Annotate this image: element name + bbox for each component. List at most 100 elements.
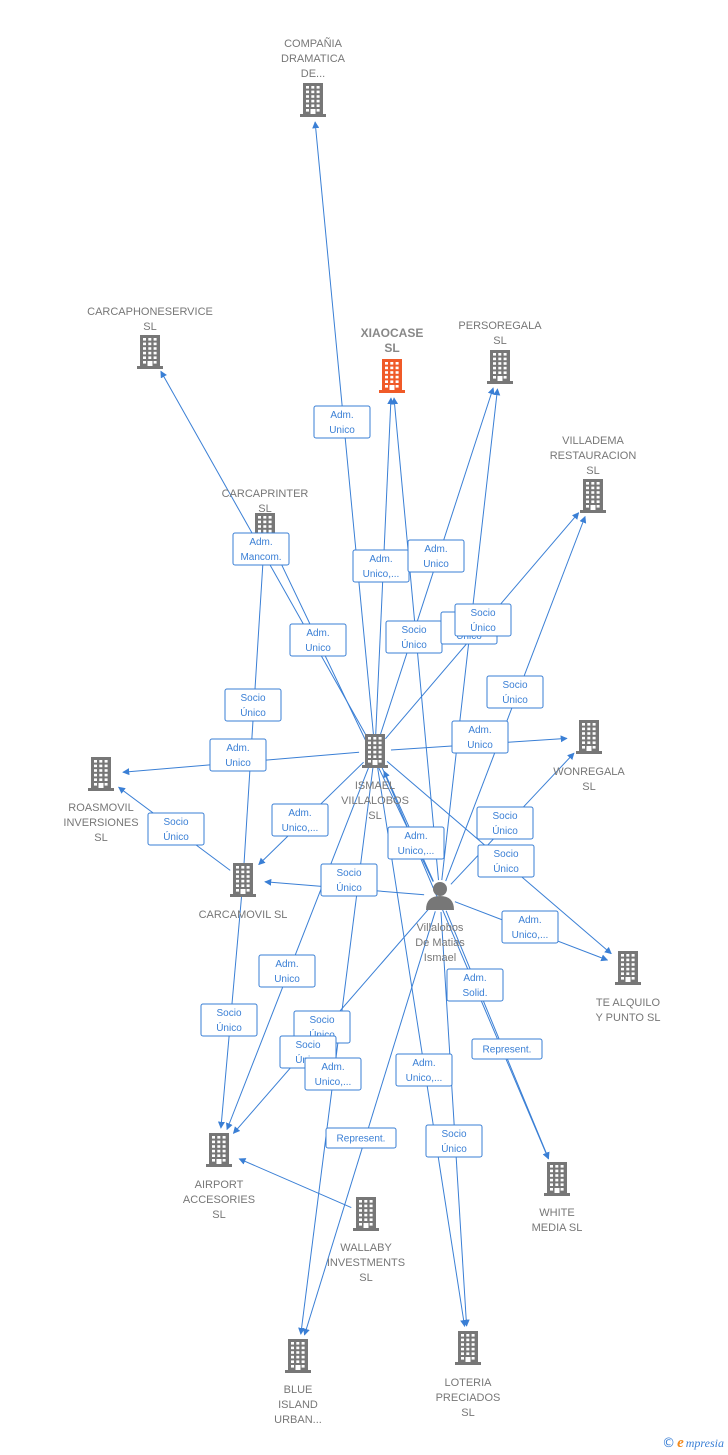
edge-label[interactable]: Adm. Unico (451, 720, 509, 754)
node-label: SL (384, 341, 399, 355)
node-label: PRECIADOS (436, 1392, 501, 1404)
edge-label-text: Único (336, 881, 362, 894)
edge-label[interactable]: Represent. (325, 1127, 397, 1149)
node-label: ACCESORIES (183, 1194, 255, 1206)
node-label: LOTERIA (444, 1377, 492, 1389)
building-icon (615, 951, 641, 985)
building-icon (285, 1339, 311, 1373)
edge-label-text: Unico (423, 559, 449, 570)
edge-label-box (476, 806, 534, 840)
node-label: COMPAÑIA (284, 37, 343, 50)
copyright-symbol: © (662, 1436, 676, 1451)
edge-label-text: Adm. (306, 628, 329, 639)
building-icon (137, 335, 163, 369)
nodes-layer: COMPAÑIA DRAMATICA DE... CARCAPHONESERVICES… (63, 37, 660, 1426)
edge-label-text: Unico,... (406, 1073, 443, 1084)
edge-label-text: Unico (274, 974, 300, 985)
edge-label-box (232, 532, 290, 566)
edge-label-box (387, 826, 445, 860)
node-label: SL (586, 465, 599, 477)
edge-label-box (425, 1124, 483, 1158)
edge-label-text: Único (216, 1021, 242, 1034)
edge-label-text: Mancom. (240, 552, 281, 563)
edge-label-text: Socio (240, 693, 265, 704)
edge-label[interactable]: Adm.Unico,... (304, 1057, 362, 1091)
edge-label[interactable]: Adm.Unico (289, 623, 347, 657)
building-icon (353, 1197, 379, 1231)
edge-label-text: Socio (336, 868, 361, 879)
edge-label[interactable]: Adm.Mancom. (232, 532, 290, 566)
edge-label-text: Socio (401, 625, 426, 636)
edge-label[interactable]: Adm.Unico,... (271, 803, 329, 837)
edge-label-box (224, 688, 282, 722)
edge-label[interactable]: Adm.Unico,... (395, 1053, 453, 1087)
edge-label-text: Único (163, 830, 189, 843)
node-label: VILLALOBOS (341, 795, 409, 807)
node-loteria[interactable]: LOTERIA PRECIADOS SL (436, 1331, 501, 1419)
edge-label-box (501, 910, 559, 944)
edge-label[interactable]: Adm.Unico (407, 539, 465, 573)
edge-person-to-ismael (383, 770, 434, 882)
node-carcamovil[interactable]: CARCAMOVIL SL (199, 863, 288, 921)
edge-labels-layer: Adm.UnicoAdm.Unico,...SocioÚnicoAdm.Unic… (147, 405, 559, 1158)
edge-label-text: Único (502, 693, 528, 706)
brand-initial: e (677, 1435, 684, 1451)
node-label: RESTAURACION (550, 450, 637, 462)
edge-label-box (477, 844, 535, 878)
edge-label-text: Unico (467, 740, 493, 751)
node-label: DE... (301, 68, 325, 80)
edge-label-text: Adm. (404, 831, 427, 842)
node-label: DRAMATICA (281, 53, 346, 65)
edge-label[interactable]: Adm.Unico (258, 954, 316, 988)
edge-label-text: Único (470, 621, 496, 634)
edge-label-box (147, 812, 205, 846)
edge-label-text: Unico,... (398, 846, 435, 857)
edge-label[interactable]: Represent. (471, 1038, 543, 1060)
node-blueisland[interactable]: BLUEISLANDURBAN... (274, 1339, 322, 1426)
node-label: Villalobos (417, 922, 464, 934)
edge-label-text: Adm. (468, 725, 491, 736)
person-icon (426, 882, 454, 910)
edge-label-text: Socio (163, 817, 188, 828)
node-label: URBAN... (274, 1414, 322, 1426)
edge-label-text: Socio (502, 680, 527, 691)
edge-ismael-to-blueisland (298, 766, 374, 1335)
edge-label-box (258, 954, 316, 988)
edge-label[interactable]: Adm.Solid. (446, 968, 504, 1002)
node-compania[interactable]: COMPAÑIA DRAMATICA DE... (281, 37, 346, 117)
node-label: SL (258, 503, 271, 515)
edge-label[interactable]: Adm.Unico,... (501, 910, 559, 944)
edge-ismael-to-airport (226, 765, 370, 1131)
edge-label-text: Único (492, 824, 518, 837)
edge-label-box (486, 675, 544, 709)
edge-label[interactable]: Adm.Unico,... (352, 549, 410, 583)
edge-label[interactable]: Adm. Unico,... (387, 826, 445, 860)
node-label: SL (461, 1407, 474, 1419)
node-label: SL (212, 1209, 225, 1221)
edge-label[interactable]: Adm.Unico (313, 405, 371, 439)
edge-label[interactable]: Adm.Unico (209, 738, 267, 772)
